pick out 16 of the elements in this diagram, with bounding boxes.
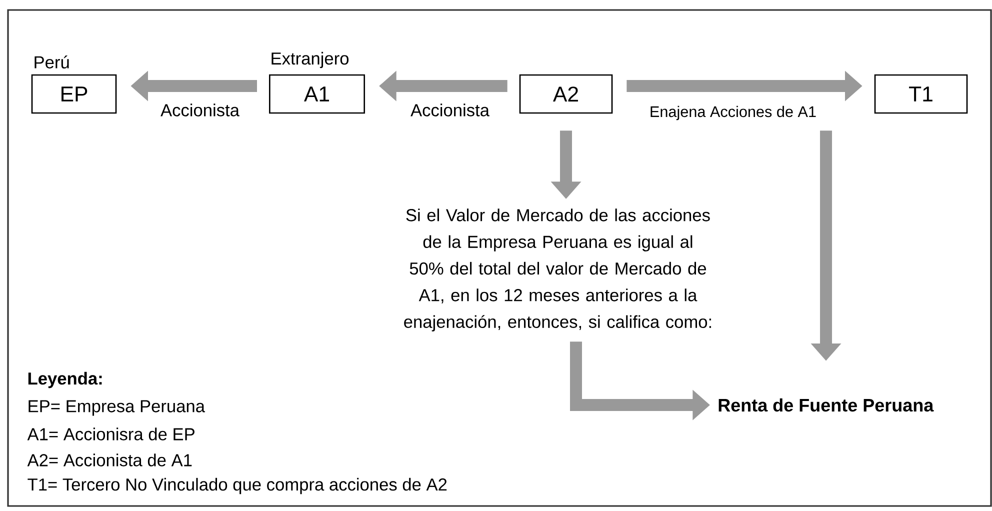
entity-box: A2 bbox=[519, 74, 613, 114]
legend-entry: A2= Accionista de A1 bbox=[27, 454, 192, 466]
legend-entry: A1= Accionisra de EP bbox=[27, 428, 194, 440]
entity-box: T1 bbox=[874, 74, 968, 114]
edge-label: Accionista bbox=[409, 102, 491, 118]
edge-label: Accionista bbox=[159, 102, 241, 118]
legend-entry: EP= Empresa Peruana bbox=[28, 400, 205, 416]
condition-text: Si el Valor de Mercado de las acciones de la Empresa Peruana es igual al 50% del total del valor de Mercado de A1, en los 12 meses anteriores a la enajenación, entonces, si califica como: bbox=[404, 208, 712, 332]
result-text: Renta de Fuente Peruana bbox=[718, 398, 934, 412]
entity-box: EP bbox=[31, 74, 117, 114]
edge-label: Enajena Acciones de A1 bbox=[648, 104, 818, 122]
entity-box: A1 bbox=[269, 74, 365, 114]
legend-heading: Leyenda: bbox=[28, 372, 102, 388]
legend-entry: T1= Tercero No Vinculado que compra acciones de A2 bbox=[28, 478, 447, 494]
location-label: Extranjero bbox=[272, 52, 349, 68]
location-label: Perú bbox=[34, 56, 69, 68]
